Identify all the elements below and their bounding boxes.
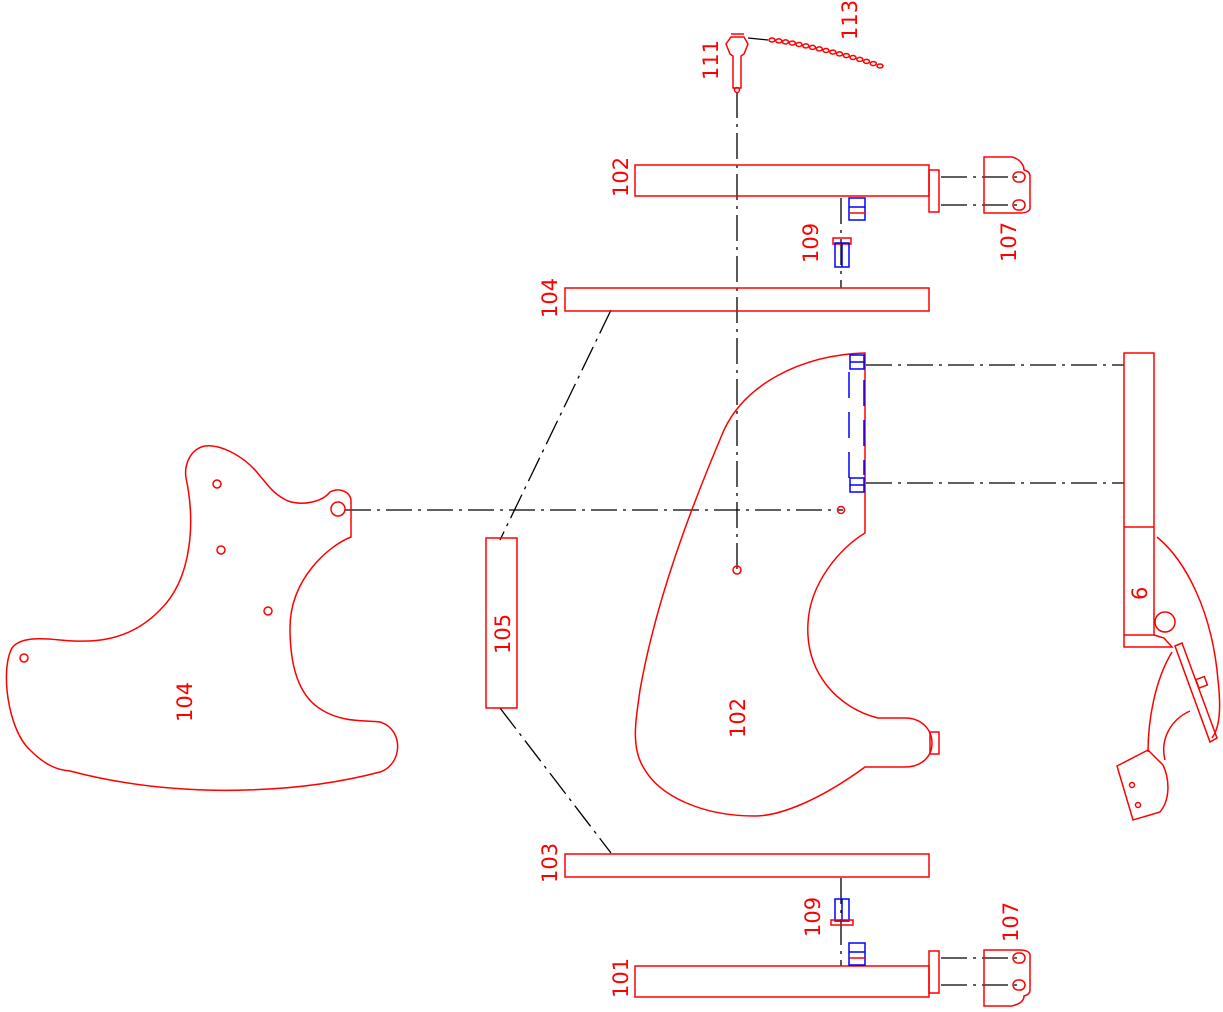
label-side-104: 104 [173, 682, 197, 722]
spacer-105 [485, 537, 518, 709]
label-105: 105 [491, 614, 515, 654]
label-top-102: 102 [609, 157, 633, 197]
chain-link [815, 46, 824, 52]
bottom-plate-103 [564, 853, 930, 878]
label-113: 113 [838, 0, 862, 40]
chain-link [775, 38, 783, 44]
chain-link [802, 43, 810, 49]
chain-link [795, 41, 803, 48]
chain-link [835, 51, 844, 57]
label-103: 103 [538, 843, 562, 883]
bolt-109-upper [832, 237, 852, 268]
bottom-plate-101 [634, 942, 940, 998]
chain-link [768, 37, 776, 43]
chain-link [862, 58, 871, 65]
side-plate-104 [5, 445, 399, 792]
clip-107-lower [983, 949, 1031, 1007]
chain-link [869, 60, 878, 67]
upper-diagonal-line [499, 309, 612, 541]
side-plate-102 [634, 352, 940, 817]
chain-link [808, 44, 817, 51]
chain-link [829, 49, 837, 55]
bolt-109-lower [830, 898, 854, 926]
chain-113 [747, 37, 884, 69]
clip-107-upper [983, 156, 1031, 214]
label-101: 101 [609, 958, 633, 998]
chain-link [849, 54, 857, 61]
label-lower-107: 107 [999, 902, 1023, 942]
label-upper-109: 109 [799, 223, 823, 263]
lower-diagonal-line [499, 707, 612, 854]
chain-link [822, 47, 830, 54]
label-top-104: 104 [538, 278, 562, 318]
top-plate-104 [564, 287, 930, 312]
arm-assembly-6 [1116, 352, 1221, 821]
label-111: 111 [699, 40, 723, 80]
label-lower-109: 109 [801, 897, 825, 937]
chain-link [856, 56, 864, 63]
label-upper-107: 107 [997, 222, 1021, 262]
chain-link [788, 40, 797, 46]
chain-link [781, 39, 790, 45]
chain-link [842, 52, 851, 59]
chain-link [876, 63, 884, 69]
top-plate-102 [634, 164, 940, 221]
label-side-102: 102 [726, 698, 750, 738]
pin-111 [725, 33, 749, 94]
label-arm-6: 6 [1128, 587, 1152, 600]
